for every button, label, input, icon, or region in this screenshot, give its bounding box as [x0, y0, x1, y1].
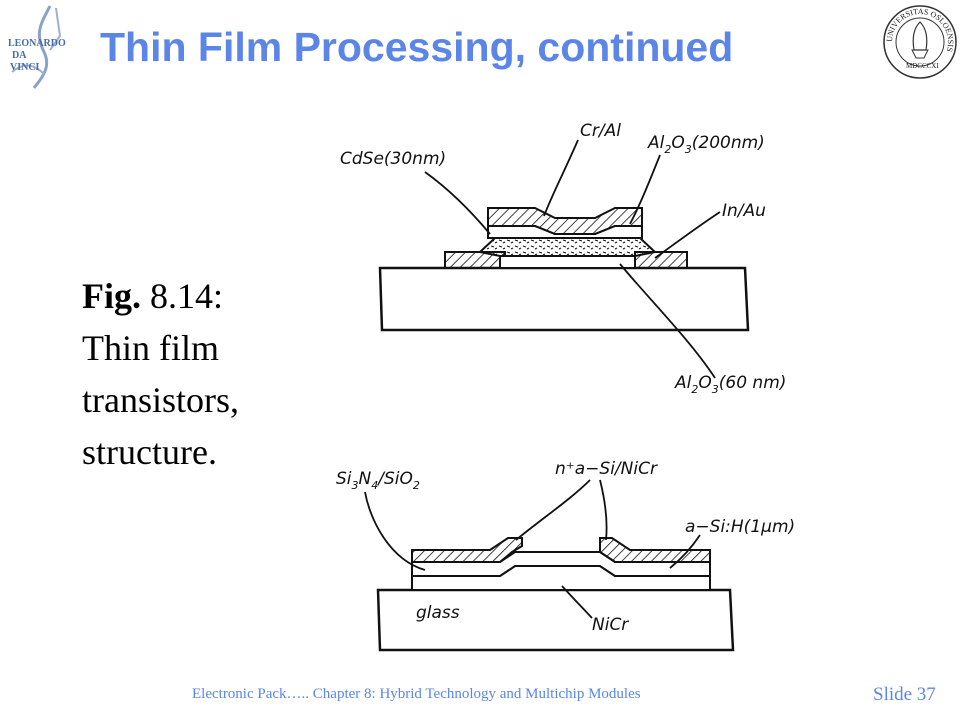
- top-gate-oxide: [499, 255, 636, 269]
- caption-line-3: transistors,: [82, 380, 239, 420]
- label-n-plus-asi-nicr: n⁺a−Si/NiCr: [555, 459, 658, 479]
- top-gate-metal: [487, 207, 643, 235]
- label-glass: glass: [416, 603, 460, 623]
- figure-caption: Fig. 8.14: Thin film transistors, struct…: [82, 270, 239, 478]
- slide-number: Slide 37: [873, 684, 936, 705]
- university-seal: UNIVERSITAS OSLOENSIS MDCCCXI: [883, 5, 957, 79]
- label-al2o3-200nm: Al2O3(200nm): [647, 133, 765, 156]
- logo-text-line3: VINCI: [10, 62, 40, 73]
- label-si3n4-sio2: Si3N4/SiO2: [336, 469, 420, 492]
- bottom-contact-right: [599, 537, 711, 563]
- caption-fig: Fig.: [82, 276, 141, 316]
- slide-footer: Electronic Pack….. Chapter 8: Hybrid Tec…: [192, 686, 641, 702]
- caption-number: 8.14:: [141, 276, 224, 316]
- label-cdse: CdSe(30nm): [340, 149, 446, 169]
- top-substrate: [378, 266, 750, 332]
- logo-text-line2: DA: [12, 50, 27, 61]
- label-nicr: NiCr: [592, 615, 629, 635]
- leonardo-da-vinci-logo: LEONARDO DA VINCI: [4, 2, 70, 90]
- top-transistor-structure: Cr/Al CdSe(30nm) Al2O3(200nm) In/Au Al2O…: [340, 121, 786, 396]
- label-in-au: In/Au: [722, 201, 766, 221]
- caption-line-4: structure.: [82, 432, 217, 472]
- slide-title: Thin Film Processing, continued: [100, 24, 734, 70]
- label-cr-al: Cr/Al: [580, 121, 621, 141]
- top-cdse-layer: [477, 237, 658, 257]
- label-al2o3-60nm: Al2O3(60 nm): [674, 373, 786, 396]
- logo-text-line1: LEONARDO: [8, 38, 66, 49]
- label-asi-h: a−Si:H(1μm): [685, 517, 795, 537]
- thin-film-transistor-diagram: Cr/Al CdSe(30nm) Al2O3(200nm) In/Au Al2O…: [336, 121, 795, 652]
- seal-year: MDCCCXI: [906, 62, 939, 70]
- bottom-contact-left: [411, 537, 523, 563]
- caption-line-2: Thin film: [82, 328, 219, 368]
- bottom-transistor-structure: Si3N4/SiO2 n⁺a−Si/NiCr a−Si:H(1μm) glass…: [336, 459, 795, 652]
